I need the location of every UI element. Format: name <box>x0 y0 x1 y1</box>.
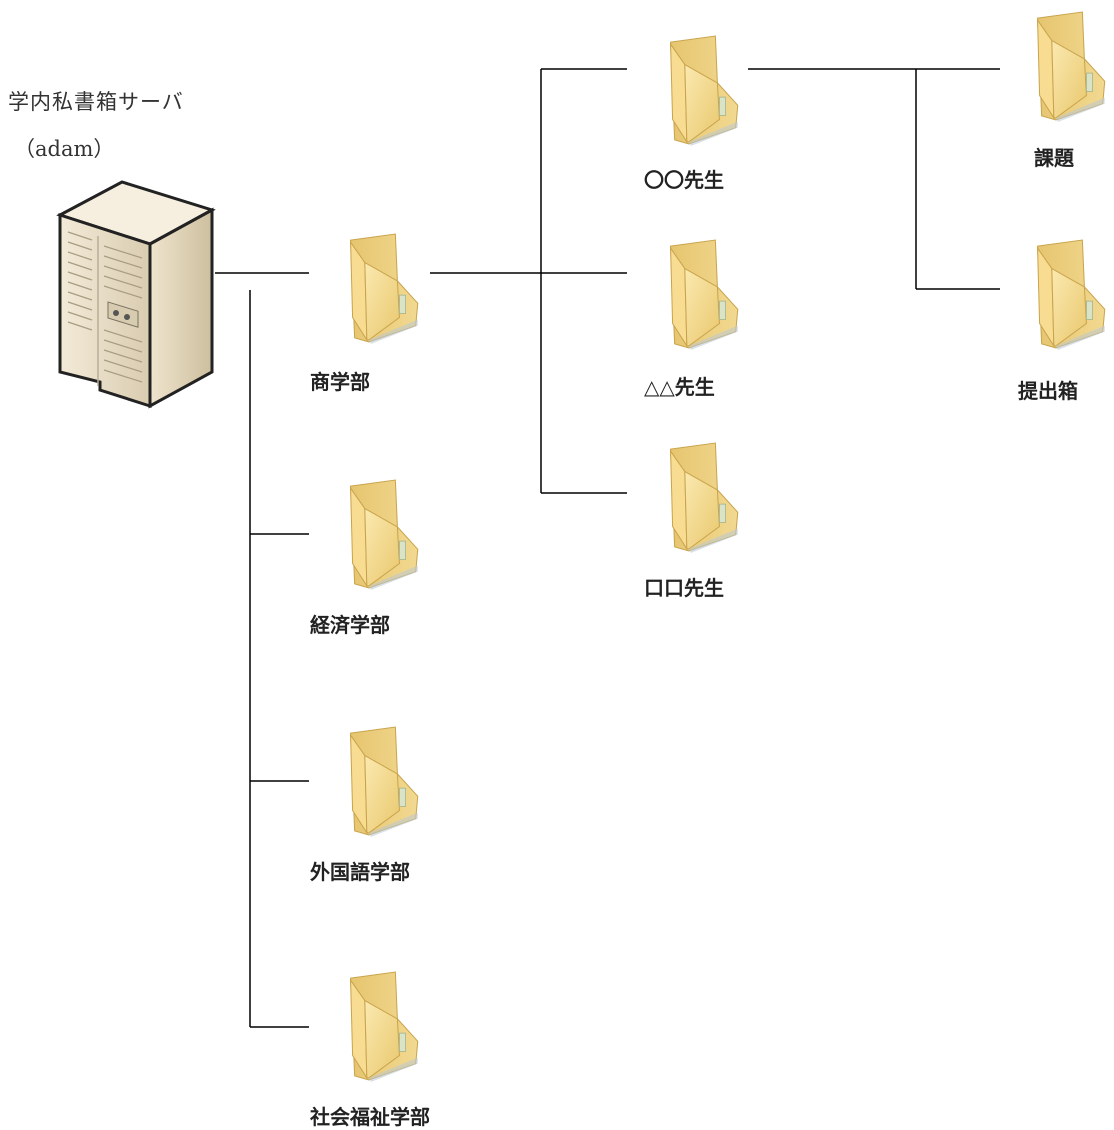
folder-icon-foreign-languages <box>350 726 419 837</box>
dept-label-social-welfare: 社会福祉学部 <box>310 1105 430 1129</box>
teacher-label-3: 口口先生 <box>644 576 724 600</box>
dept-label-commerce: 商学部 <box>310 370 370 394</box>
teacher-label-2: △△先生 <box>644 375 715 399</box>
folder-icon-teacher-2 <box>670 239 739 350</box>
server-title: 学内私書箱サーバ <box>8 90 184 114</box>
folder-icon-submission-box <box>1037 239 1106 350</box>
subfolder-label-assignments: 課題 <box>1034 146 1074 170</box>
folder-icon-economics <box>350 479 419 590</box>
folder-icon-social-welfare <box>350 971 419 1082</box>
server-subtitle: （adam） <box>14 137 115 161</box>
dept-label-economics: 経済学部 <box>310 613 390 637</box>
folder-icon-teacher-3 <box>670 442 739 553</box>
teacher-label-1: 〇〇先生 <box>644 168 724 192</box>
folder-icon-teacher-1 <box>670 35 739 146</box>
dept-label-foreign-languages: 外国語学部 <box>310 860 410 884</box>
subfolder-label-submission-box: 提出箱 <box>1018 379 1078 403</box>
folder-icon-commerce <box>350 233 419 344</box>
folder-icon-assignments <box>1037 11 1106 122</box>
server-icon <box>56 180 216 409</box>
